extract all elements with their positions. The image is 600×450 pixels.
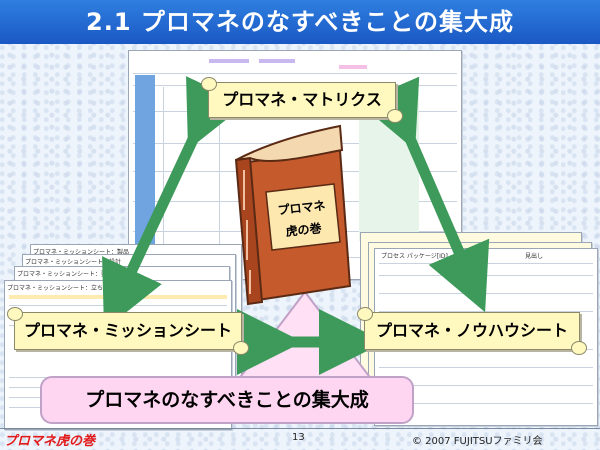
footer-brand: プロマネ虎の巻 xyxy=(4,434,96,449)
arrow-matrix-knowhow xyxy=(358,76,490,313)
knowhow-label: プロマネ・ノウハウシート xyxy=(357,307,587,355)
page-number: 13 xyxy=(292,432,305,443)
copyright: © 2007 FUJITSUファミリ会 xyxy=(412,436,543,447)
center-triangle xyxy=(235,290,375,381)
book-title-line2: 虎の巻 xyxy=(285,220,323,239)
arrow-matrix-mission xyxy=(102,76,246,330)
mission-label: プロマネ・ミッションシート xyxy=(7,307,249,355)
book-icon xyxy=(234,124,352,306)
slide-title: 2.1 プロマネのなすべきことの集大成 xyxy=(0,0,600,44)
center-caption: プロマネのなすべきことの集大成 xyxy=(40,376,414,424)
footer-divider xyxy=(0,428,600,429)
book-title-line1: プロマネ xyxy=(277,198,326,218)
matrix-label: プロマネ・マトリクス xyxy=(201,77,403,123)
